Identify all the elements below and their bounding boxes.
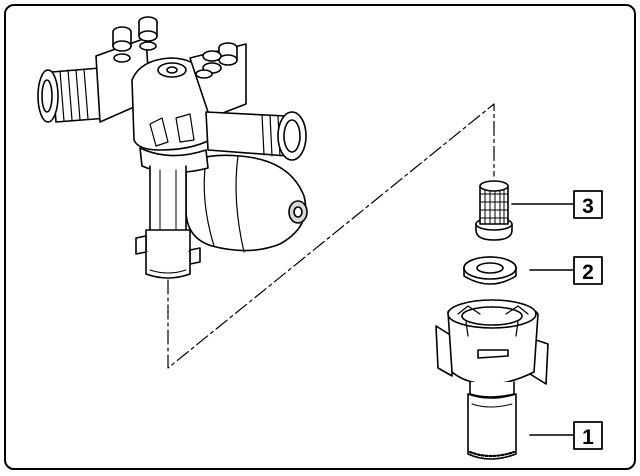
callout-2-box xyxy=(573,256,603,285)
callout-3: 3 xyxy=(511,190,603,219)
check-valve-dome xyxy=(185,154,308,253)
seal-washer xyxy=(463,256,517,285)
nozzle-body-cap xyxy=(435,299,549,460)
right-hose-connector xyxy=(205,111,307,161)
callout-1: 1 xyxy=(529,421,603,450)
outlet-stem xyxy=(149,165,187,233)
callout-1-number: 1 xyxy=(582,426,594,449)
callout-1-box xyxy=(573,421,603,450)
assembly-centerlines xyxy=(167,103,495,369)
nozzle-tip xyxy=(467,393,517,460)
strainer-filter xyxy=(475,180,513,241)
nozzle-body-assembly xyxy=(37,16,308,279)
left-block-ports xyxy=(112,16,158,63)
bayonet-mount xyxy=(135,229,201,279)
callout-2: 2 xyxy=(529,256,603,285)
callout-3-box xyxy=(573,190,603,219)
callout-3-number: 3 xyxy=(582,195,594,218)
callout-2-number: 2 xyxy=(582,261,594,284)
right-block-ports xyxy=(195,42,238,79)
